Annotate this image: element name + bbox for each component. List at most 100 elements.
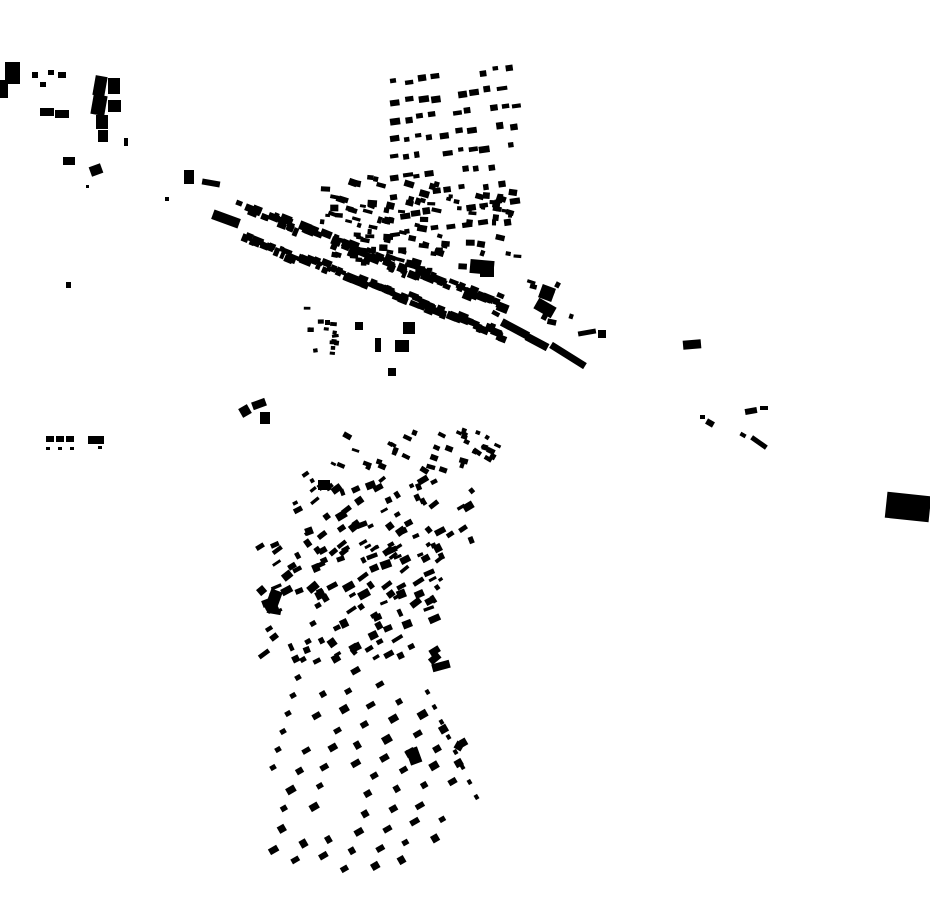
building <box>396 651 405 660</box>
building <box>410 257 423 268</box>
building <box>492 214 500 222</box>
building <box>48 70 54 75</box>
building <box>432 444 441 452</box>
building <box>366 580 375 590</box>
building <box>98 446 102 449</box>
building <box>414 197 422 206</box>
building <box>420 553 431 564</box>
building <box>330 461 337 467</box>
building <box>404 262 414 269</box>
building <box>394 697 404 706</box>
building <box>507 212 513 218</box>
building <box>391 448 398 456</box>
building <box>437 576 444 582</box>
building <box>400 249 407 255</box>
building <box>70 447 74 450</box>
building <box>418 189 431 199</box>
building <box>184 170 194 184</box>
building <box>66 436 74 442</box>
building <box>310 225 320 233</box>
building <box>480 265 494 277</box>
building <box>405 116 414 124</box>
building <box>442 282 452 291</box>
building <box>546 288 555 297</box>
building <box>399 212 411 220</box>
building <box>383 239 391 244</box>
building <box>88 163 104 177</box>
building <box>466 126 478 134</box>
building <box>331 233 340 244</box>
building <box>345 205 354 213</box>
building <box>431 659 451 673</box>
building <box>294 551 302 560</box>
building <box>423 568 436 578</box>
building <box>336 237 346 244</box>
building <box>269 632 280 642</box>
building <box>317 636 326 645</box>
building <box>108 100 121 112</box>
building <box>413 151 420 159</box>
building <box>461 427 468 433</box>
building <box>499 318 531 340</box>
building <box>360 259 367 266</box>
building <box>424 170 434 178</box>
building <box>408 234 417 242</box>
building <box>336 523 347 533</box>
building <box>401 838 410 847</box>
building <box>92 75 108 97</box>
building <box>380 733 393 746</box>
building <box>269 763 277 772</box>
building <box>444 444 454 453</box>
building <box>378 475 387 484</box>
building <box>423 605 435 612</box>
building <box>483 454 493 463</box>
building <box>323 327 329 331</box>
building <box>388 804 399 814</box>
building <box>485 446 496 456</box>
building <box>389 174 399 182</box>
building <box>309 477 315 484</box>
building <box>63 157 75 165</box>
building <box>401 452 411 461</box>
building <box>379 558 393 571</box>
building <box>431 703 438 711</box>
building <box>260 412 270 424</box>
building <box>438 815 447 824</box>
building <box>458 263 468 270</box>
building <box>357 588 372 601</box>
building <box>360 280 370 290</box>
building <box>529 283 538 290</box>
building <box>554 281 561 289</box>
building <box>474 192 485 201</box>
building <box>391 634 404 644</box>
building <box>427 613 442 625</box>
building <box>330 653 342 664</box>
building <box>484 434 490 441</box>
building <box>353 826 365 837</box>
building <box>425 541 432 548</box>
building <box>403 518 414 528</box>
building <box>388 368 396 376</box>
building <box>427 652 442 666</box>
building <box>428 645 441 657</box>
building <box>433 526 447 537</box>
building <box>760 406 768 410</box>
building <box>381 580 393 591</box>
building <box>275 607 283 614</box>
building <box>739 431 747 439</box>
building <box>317 545 328 556</box>
building <box>385 255 396 260</box>
building <box>458 281 467 288</box>
building <box>314 601 322 610</box>
building <box>404 746 417 759</box>
building <box>367 228 372 235</box>
building <box>355 234 362 239</box>
building <box>379 244 386 252</box>
building <box>341 580 356 593</box>
building <box>509 123 519 131</box>
building <box>368 563 380 573</box>
building <box>428 575 437 583</box>
building <box>124 138 128 146</box>
building <box>329 321 337 327</box>
building <box>471 448 478 455</box>
